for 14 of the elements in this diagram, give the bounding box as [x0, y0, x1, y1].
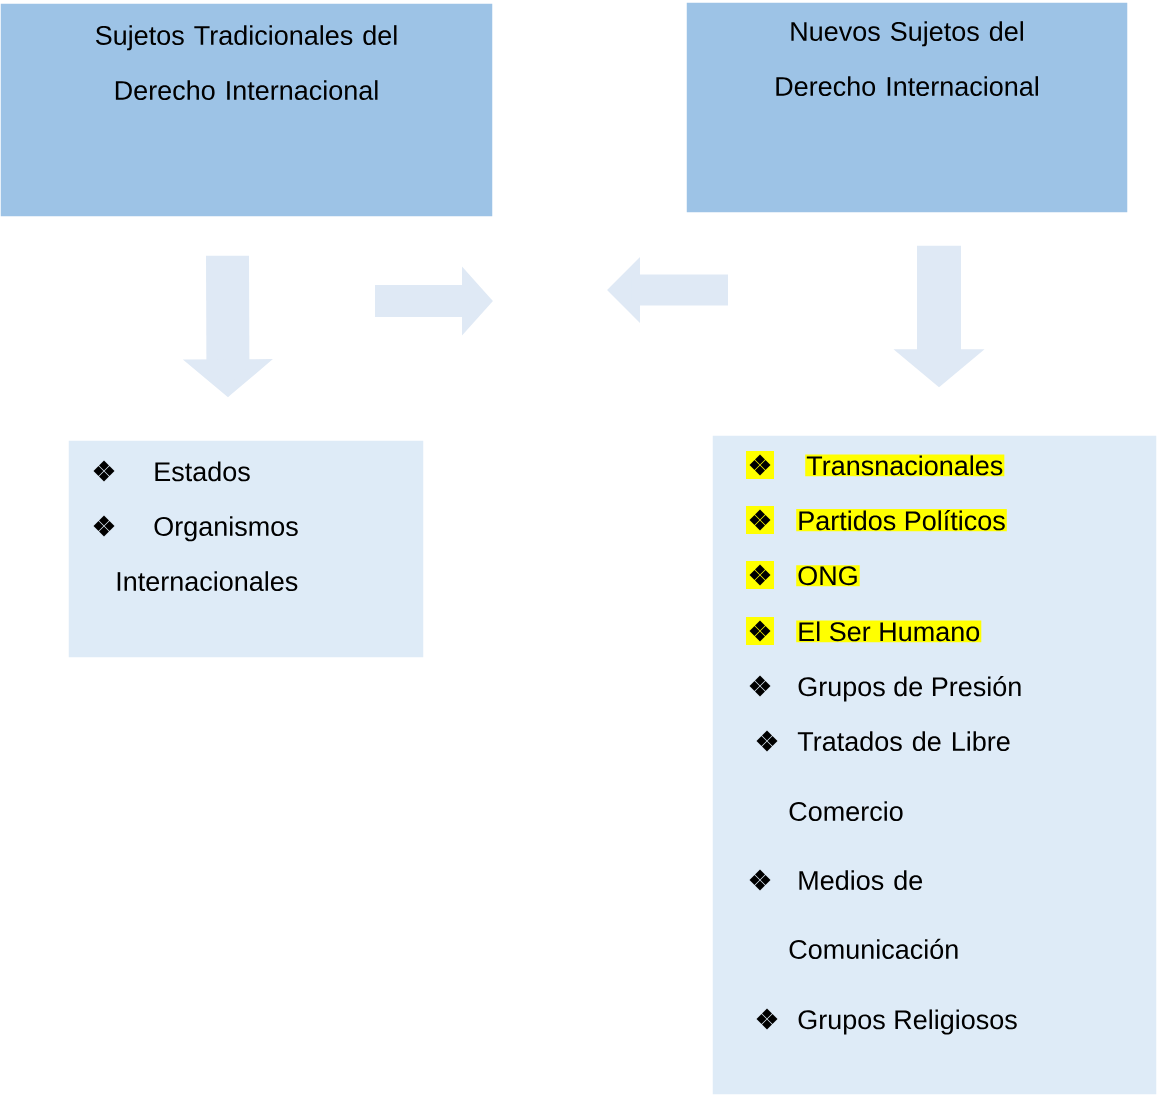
list-item: El Ser Humano	[796, 620, 982, 643]
list-item: Estados	[155, 461, 250, 482]
list-item: Transnacionales	[805, 454, 1005, 477]
list-item: ONG	[796, 565, 860, 587]
list-box	[711, 434, 1158, 1096]
list-item: Grupos de Presión	[798, 676, 1021, 702]
list-item: Tratados de Libre Comercio	[789, 731, 1010, 822]
list-item: Partidos Políticos	[796, 509, 1007, 532]
list-item: Medios de Comunicación	[789, 870, 958, 960]
heading-box: Sujetos Tradicionales del Derecho Internacional	[0, 2, 494, 218]
heading-box: Nuevos Sujetos del Derecho Internacional	[685, 1, 1129, 214]
list-box	[67, 439, 425, 659]
list-item: Grupos Religiosos	[798, 1009, 1017, 1035]
list-item: Organismos Internacionales	[117, 516, 298, 591]
